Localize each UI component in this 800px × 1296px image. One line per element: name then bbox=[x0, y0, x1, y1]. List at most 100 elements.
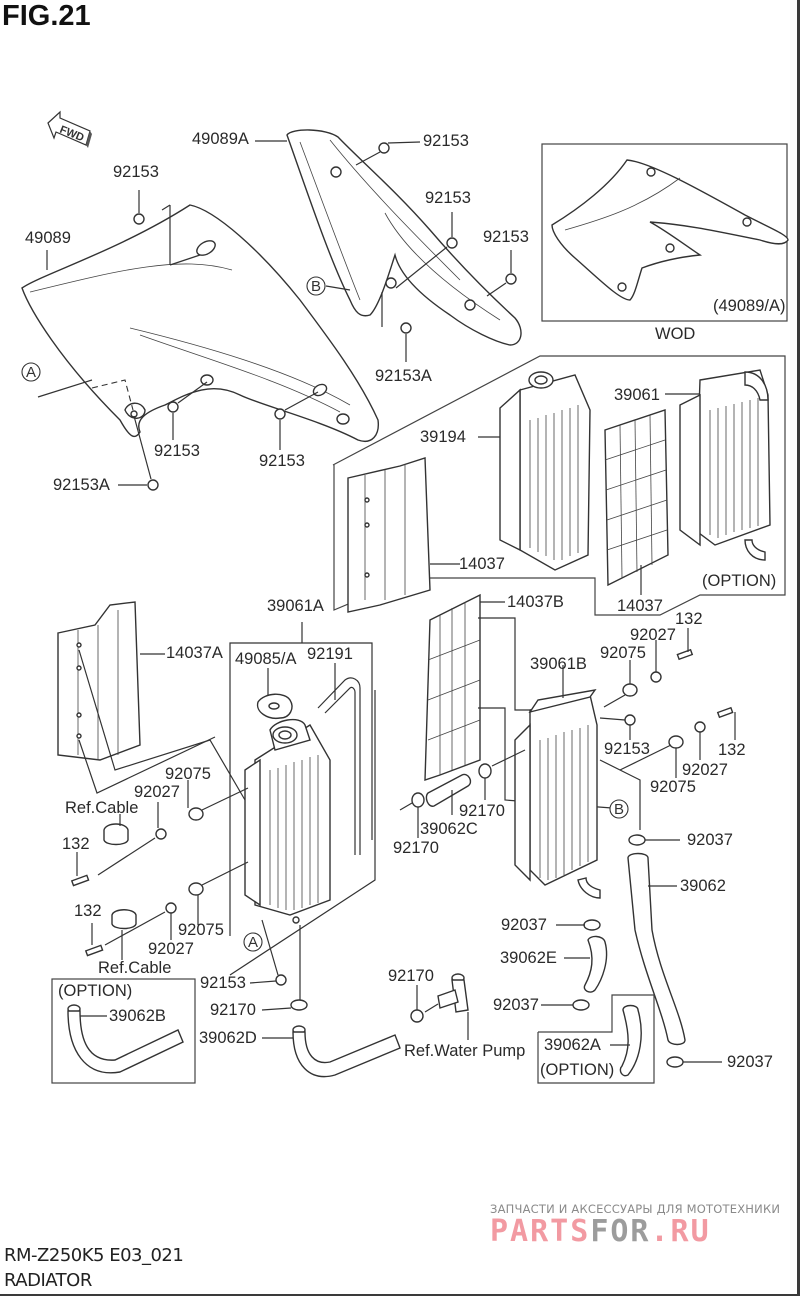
part-label-92153[interactable]: 92153 bbox=[154, 442, 200, 460]
ref-marker-b-text: B bbox=[311, 278, 321, 295]
part-label-92170[interactable]: 92170 bbox=[459, 802, 505, 820]
part-label-92037[interactable]: 92037 bbox=[493, 996, 539, 1014]
watermark-tagline: ЗАПЧАСТИ И АКСЕССУАРЫ ДЛЯ МОТОТЕХНИКИ bbox=[490, 1202, 781, 1216]
grille-14037-right bbox=[604, 409, 669, 595]
part-label-49089[interactable]: 49089 bbox=[25, 229, 71, 247]
part-label-92153[interactable]: 92153 bbox=[604, 740, 650, 758]
radiator-shroud-49089 bbox=[21, 204, 379, 442]
part-label-14037[interactable]: 14037 bbox=[459, 555, 505, 573]
ref-marker-a-bottom: A bbox=[243, 932, 263, 952]
hose-39062b bbox=[67, 1004, 184, 1074]
wod-shroud-drawing bbox=[551, 159, 789, 301]
part-label-14037a[interactable]: 14037A bbox=[166, 644, 223, 662]
part-label-92153[interactable]: 92153 bbox=[113, 163, 159, 181]
hose-39062c bbox=[399, 749, 526, 838]
option-label: (OPTION) bbox=[540, 1061, 615, 1079]
grille-14037-left bbox=[347, 457, 460, 613]
part-label-39062e[interactable]: 39062E bbox=[500, 949, 557, 967]
part-label-92191[interactable]: 92191 bbox=[307, 645, 353, 663]
hose-39062d bbox=[249, 919, 401, 1078]
radiator-39061 bbox=[665, 369, 771, 561]
part-label-92027[interactable]: 92027 bbox=[682, 761, 728, 779]
radiator-39061a bbox=[244, 663, 361, 924]
part-label-92075[interactable]: 92075 bbox=[650, 778, 696, 796]
radiator-39194 bbox=[478, 371, 591, 571]
watermark-brand-part1: PARTS bbox=[490, 1214, 591, 1249]
ref-cable-label: Ref.Cable bbox=[65, 799, 139, 817]
part-label-92153[interactable]: 92153 bbox=[200, 974, 246, 992]
hose-39062e bbox=[541, 919, 608, 1011]
part-label-92027[interactable]: 92027 bbox=[148, 940, 194, 958]
part-label-92037[interactable]: 92037 bbox=[501, 916, 547, 934]
hardware-right bbox=[599, 628, 736, 830]
part-label-92037[interactable]: 92037 bbox=[727, 1053, 773, 1071]
part-label-92153[interactable]: 92153 bbox=[425, 189, 471, 207]
part-label-92153a[interactable]: 92153A bbox=[53, 476, 110, 494]
part-label-92027[interactable]: 92027 bbox=[134, 783, 180, 801]
part-label-92170[interactable]: 92170 bbox=[393, 839, 439, 857]
wod-variant-box bbox=[541, 143, 788, 322]
part-label-39062b[interactable]: 39062B bbox=[109, 1007, 166, 1025]
ref-marker-a-top: A bbox=[21, 362, 41, 382]
part-label-132[interactable]: 132 bbox=[62, 835, 90, 853]
part-label-39062d[interactable]: 39062D bbox=[199, 1029, 257, 1047]
watermark-logo: PARTSFOR.RU bbox=[490, 1214, 711, 1249]
model-code: RM-Z250K5 E03_021 bbox=[4, 1245, 184, 1266]
figure-title: FIG.21 bbox=[2, 0, 91, 32]
ref-marker-b-text-2: B bbox=[614, 801, 624, 818]
part-label-49085a[interactable]: 49085/A bbox=[235, 650, 297, 668]
part-label-92075[interactable]: 92075 bbox=[600, 644, 646, 662]
water-pump-fitting bbox=[410, 973, 469, 1040]
part-label-132[interactable]: 132 bbox=[718, 741, 746, 759]
wod-caption: WOD bbox=[655, 325, 696, 343]
section-name: RADIATOR bbox=[4, 1270, 92, 1291]
ref-marker-b-top: B bbox=[306, 276, 326, 296]
part-label-wod-shroud[interactable]: (49089/A) bbox=[713, 297, 786, 315]
part-label-92153[interactable]: 92153 bbox=[259, 452, 305, 470]
part-label-92153[interactable]: 92153 bbox=[483, 228, 529, 246]
part-label-92075[interactable]: 92075 bbox=[178, 921, 224, 939]
part-label-39061b[interactable]: 39061B bbox=[530, 655, 587, 673]
part-label-39062a[interactable]: 39062A bbox=[544, 1036, 601, 1054]
frame-border-bottom bbox=[0, 1294, 800, 1296]
part-label-14037[interactable]: 14037 bbox=[617, 597, 663, 615]
watermark-brand-part3: .RU bbox=[650, 1214, 711, 1249]
ref-cable-label: Ref.Cable bbox=[98, 959, 172, 977]
part-label-92170[interactable]: 92170 bbox=[210, 1001, 256, 1019]
hose-39062 bbox=[627, 834, 722, 1068]
hardware-left bbox=[70, 780, 249, 960]
option-hose-39062b-box bbox=[51, 978, 196, 1084]
grille-14037a bbox=[57, 601, 246, 801]
forward-arrow-icon: FWD bbox=[47, 110, 92, 148]
hose-39062a bbox=[610, 1004, 642, 1077]
option-label: (OPTION) bbox=[702, 572, 777, 590]
part-label-132[interactable]: 132 bbox=[675, 610, 703, 628]
ref-marker-b-bottom: B bbox=[609, 799, 629, 819]
radiator-39061a-bracket bbox=[229, 642, 373, 936]
bolt-group-shroud bbox=[46, 140, 517, 491]
radiator-39061b bbox=[514, 665, 601, 899]
part-label-92170[interactable]: 92170 bbox=[388, 967, 434, 985]
part-label-92037[interactable]: 92037 bbox=[687, 831, 733, 849]
part-label-39062c[interactable]: 39062C bbox=[420, 820, 478, 838]
option-label: (OPTION) bbox=[58, 982, 133, 1000]
part-label-39062[interactable]: 39062 bbox=[680, 877, 726, 895]
part-label-39194[interactable]: 39194 bbox=[420, 428, 466, 446]
part-label-92153a[interactable]: 92153A bbox=[375, 367, 432, 385]
part-label-92027[interactable]: 92027 bbox=[630, 626, 676, 644]
ref-marker-a-text-2: A bbox=[248, 934, 258, 951]
frame-border-right bbox=[797, 0, 800, 1296]
part-label-49089a[interactable]: 49089A bbox=[192, 130, 249, 148]
ref-marker-a-text: A bbox=[26, 364, 36, 381]
part-label-39061a[interactable]: 39061A bbox=[267, 597, 324, 615]
part-label-132[interactable]: 132 bbox=[74, 902, 102, 920]
part-label-92153[interactable]: 92153 bbox=[423, 132, 469, 150]
option-hose-39062a-box bbox=[537, 994, 655, 1084]
part-label-92075[interactable]: 92075 bbox=[165, 765, 211, 783]
part-label-39061[interactable]: 39061 bbox=[614, 386, 660, 404]
radiator-shroud-49089a bbox=[286, 129, 522, 346]
watermark-brand-part2: FOR bbox=[590, 1214, 651, 1249]
part-label-14037b[interactable]: 14037B bbox=[507, 593, 564, 611]
